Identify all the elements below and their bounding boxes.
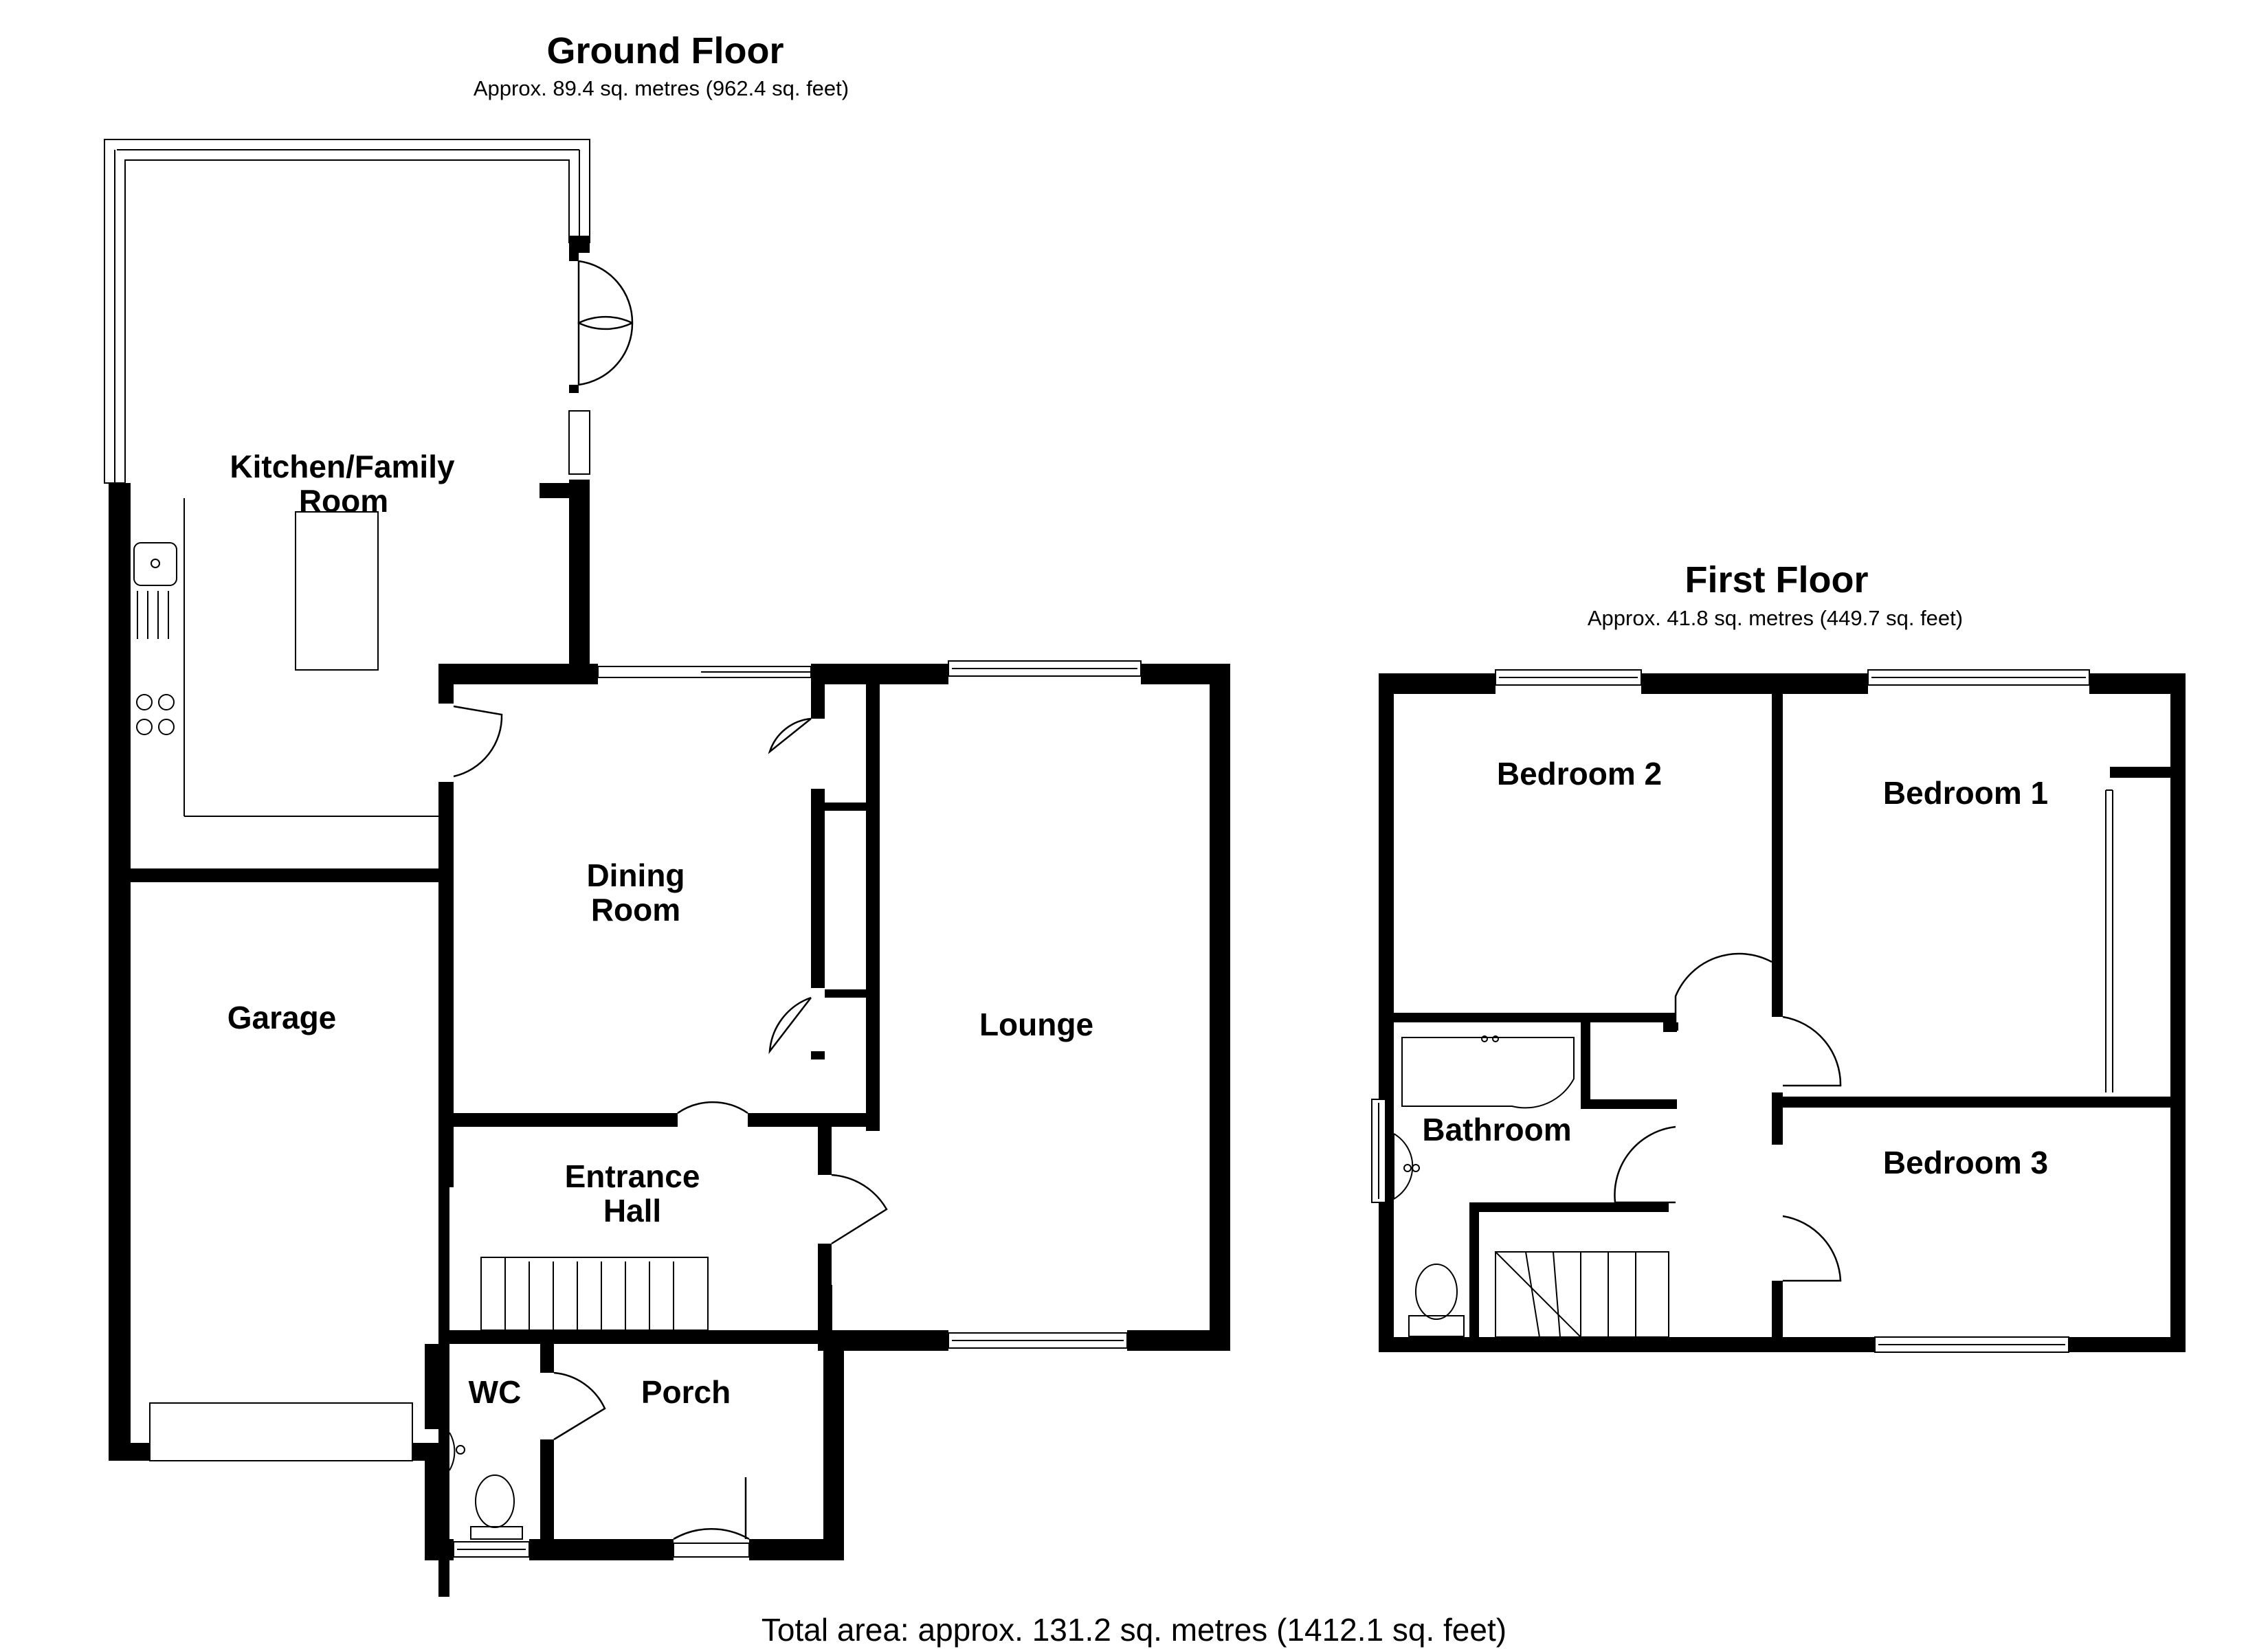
- basin-icon: [449, 1432, 456, 1471]
- first-floor-stairs: [1495, 1251, 1669, 1338]
- room-label-hall-2: Hall: [603, 1193, 661, 1229]
- french-doors: [569, 253, 634, 393]
- first-floor-plan: Bedroom 2 Bedroom 1 Bathroom Bedroom 3: [1371, 669, 2186, 1353]
- ground-floor-title: Ground Floor: [547, 30, 784, 71]
- kitchen-side-window: [568, 410, 590, 475]
- toilet-icon: [475, 1474, 515, 1528]
- extension-glazing: [104, 139, 590, 484]
- room-label-dining: Dining: [586, 857, 685, 893]
- first-floor-walls: [1379, 673, 2186, 1352]
- hob-icon: [136, 694, 175, 735]
- toilet-icon: [1415, 1264, 1458, 1320]
- room-label-wc: WC: [469, 1374, 522, 1410]
- ground-floor-stairs: [480, 1257, 709, 1331]
- ground-floor-windows: [149, 660, 1142, 1558]
- room-label-kitchen-2: Room: [299, 483, 388, 519]
- wc-fittings: [449, 1432, 523, 1540]
- first-floor-area: Approx. 41.8 sq. metres (449.7 sq. feet): [1588, 606, 1963, 630]
- room-label-bedroom2: Bedroom 2: [1497, 756, 1662, 792]
- ground-floor-area: Approx. 89.4 sq. metres (962.4 sq. feet): [474, 76, 849, 100]
- sink-icon: [133, 542, 177, 586]
- ground-floor-walls: [109, 480, 1230, 1597]
- wardrobe-doors: [2105, 789, 2113, 1092]
- bath-icon: [1401, 1037, 1575, 1109]
- total-area: Total area: approx. 131.2 sq. metres (14…: [761, 1612, 1507, 1648]
- room-label-bedroom1: Bedroom 1: [1883, 775, 2048, 811]
- room-label-garage: Garage: [227, 1000, 337, 1035]
- room-label-kitchen: Kitchen/Family: [230, 449, 455, 484]
- room-label-bathroom: Bathroom: [1422, 1112, 1571, 1147]
- first-floor-title: First Floor: [1685, 559, 1869, 601]
- room-label-porch: Porch: [641, 1374, 731, 1410]
- ground-floor-doors: [453, 705, 888, 1540]
- room-label-dining-2: Room: [591, 892, 680, 928]
- first-floor-doors: [1614, 952, 1842, 1282]
- room-label-lounge: Lounge: [979, 1007, 1093, 1042]
- first-floor-windows: [1371, 669, 2090, 1353]
- room-label-bedroom3: Bedroom 3: [1883, 1145, 2048, 1180]
- bathroom-fittings: [1393, 1035, 1575, 1337]
- kitchen-fittings: [133, 498, 438, 817]
- ground-floor-plan: Kitchen/Family Room Dining Room Garage L…: [104, 139, 1230, 1597]
- room-label-hall: Entrance: [565, 1158, 700, 1194]
